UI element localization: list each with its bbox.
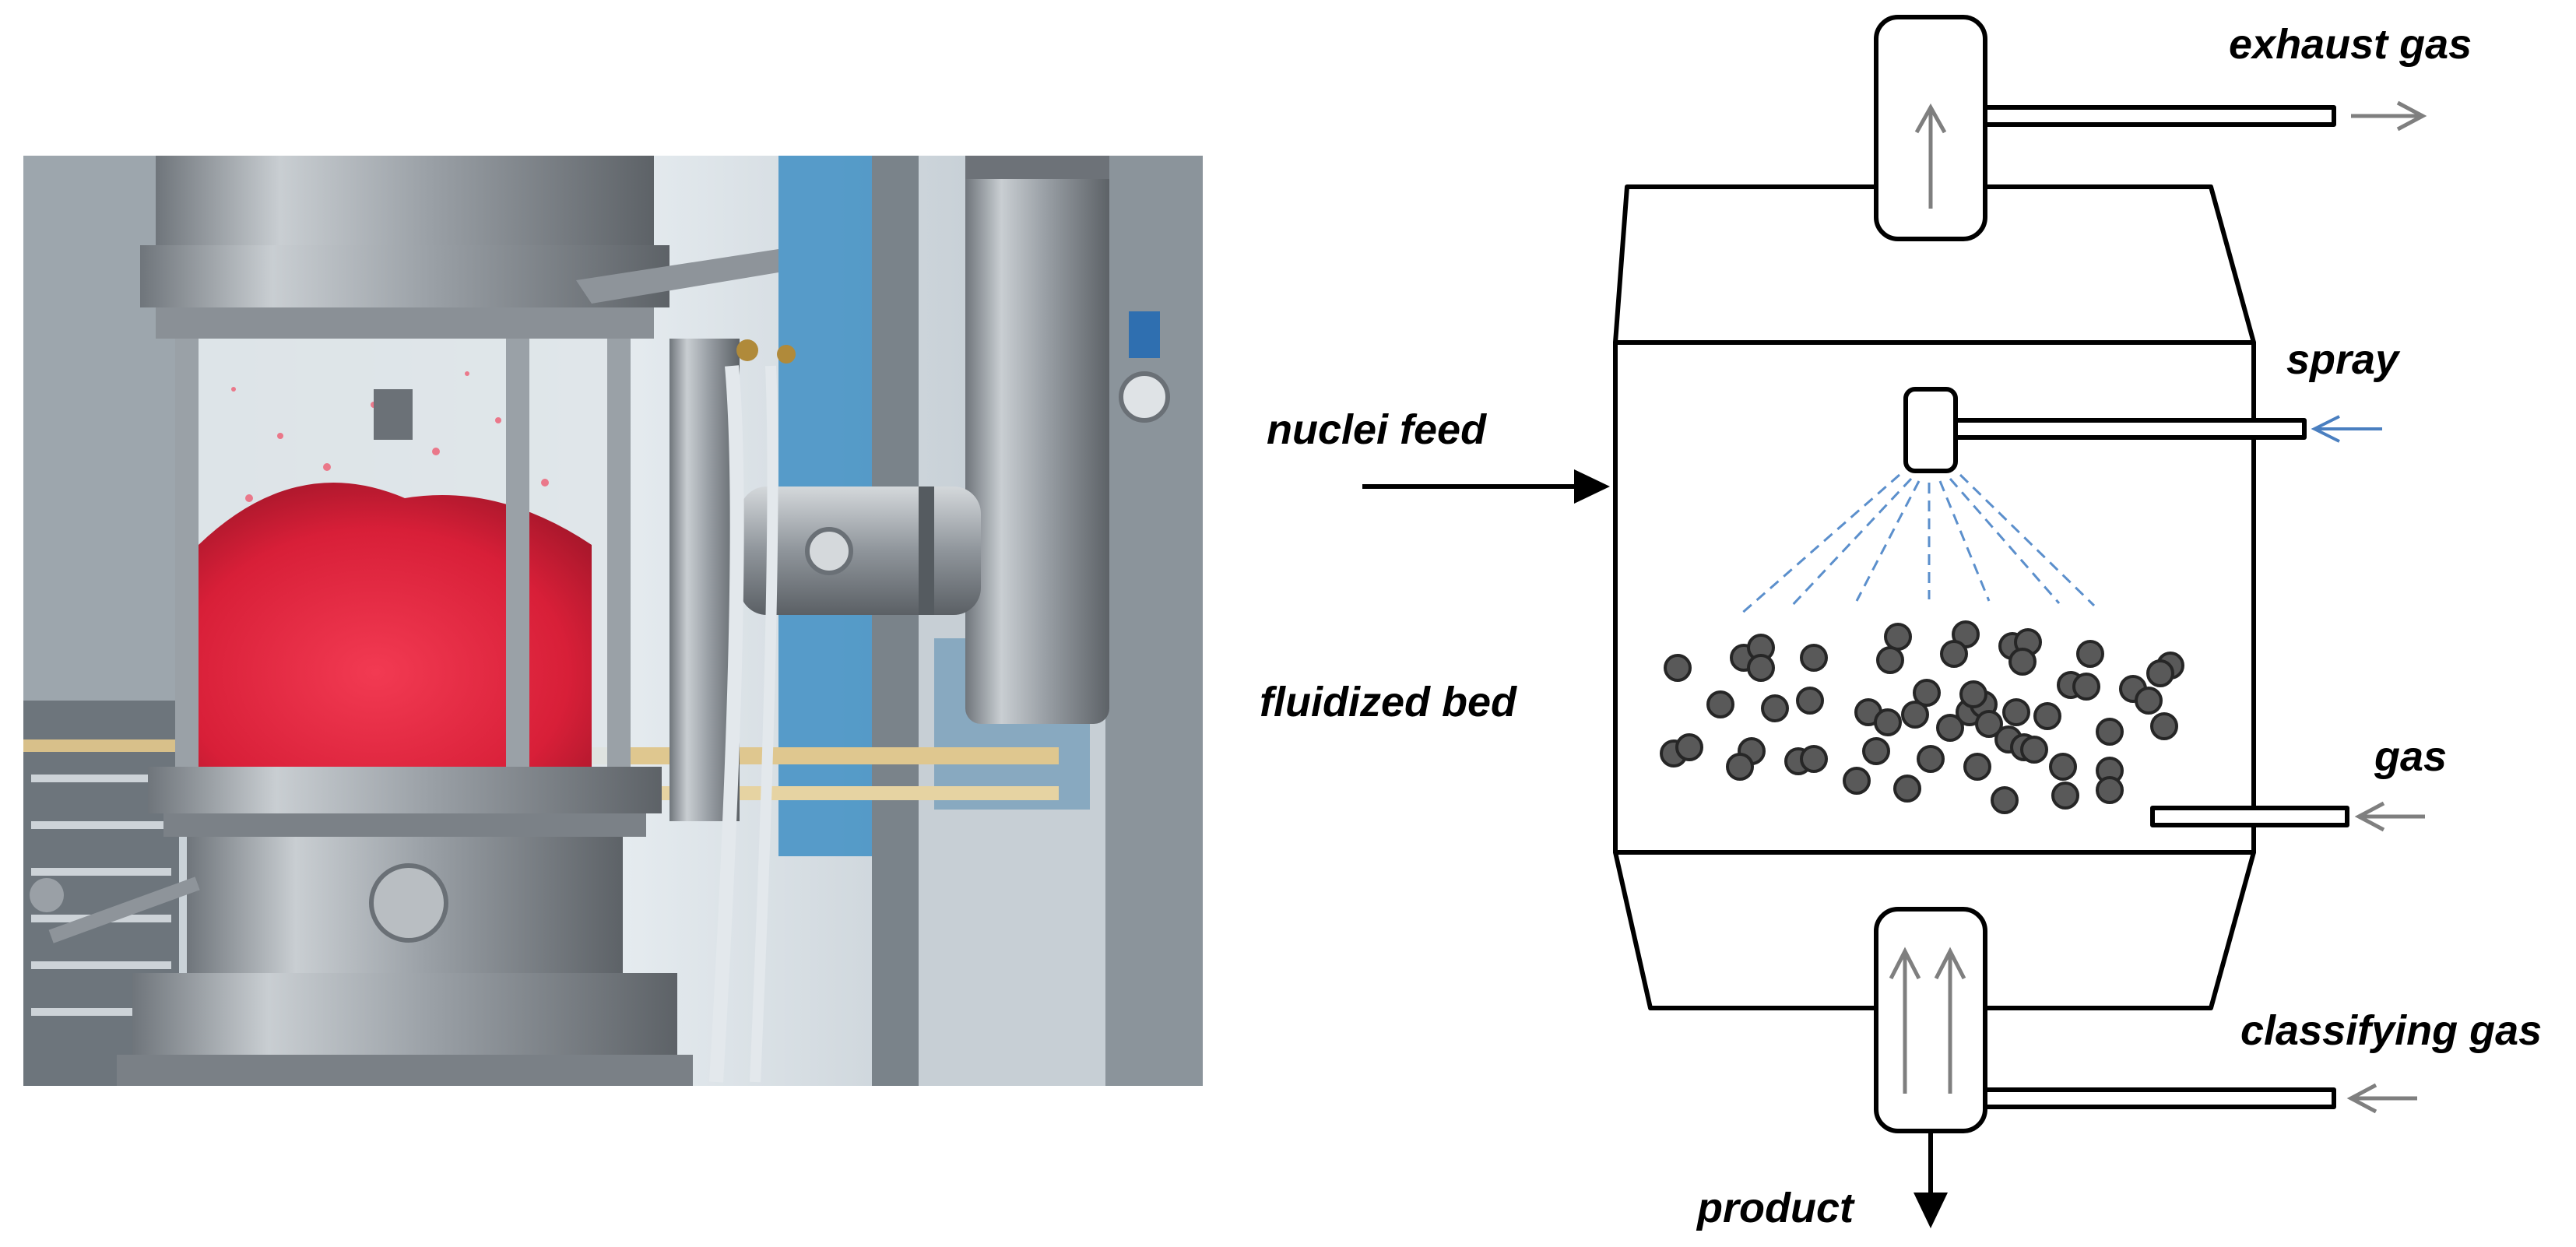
classifying-gas-pipe xyxy=(1983,1087,2336,1109)
spray-nozzle xyxy=(1903,387,1958,473)
label-gas: gas xyxy=(2374,733,2447,780)
label-classifying-gas: classifying gas xyxy=(2240,1007,2542,1054)
granulator-schematic xyxy=(1613,15,2349,1133)
label-spray: spray xyxy=(2286,336,2401,383)
classifier-tube xyxy=(1874,907,1987,1133)
spray-pipe xyxy=(1953,418,2307,440)
label-product: product xyxy=(1696,1185,1855,1231)
gas-pipe xyxy=(2150,806,2349,827)
internal-flow-arrows xyxy=(1889,100,2427,1114)
fluidized-particles xyxy=(1660,620,2184,814)
fluidized-bed-photo xyxy=(23,156,1203,1086)
label-exhaust-gas: exhaust gas xyxy=(2229,21,2472,68)
exhaust-pipe xyxy=(1983,105,2336,127)
spray-cone-lines xyxy=(1739,473,2096,616)
nuclei-feed-arrow xyxy=(1362,469,1610,504)
label-nuclei-feed: nuclei feed xyxy=(1267,406,1487,453)
label-fluidized-bed: fluidized bed xyxy=(1260,679,1517,725)
product-out-arrow xyxy=(1914,1133,1948,1228)
vessel-bottom-cone xyxy=(1613,850,2256,1010)
spray-arrow xyxy=(2311,415,2382,443)
